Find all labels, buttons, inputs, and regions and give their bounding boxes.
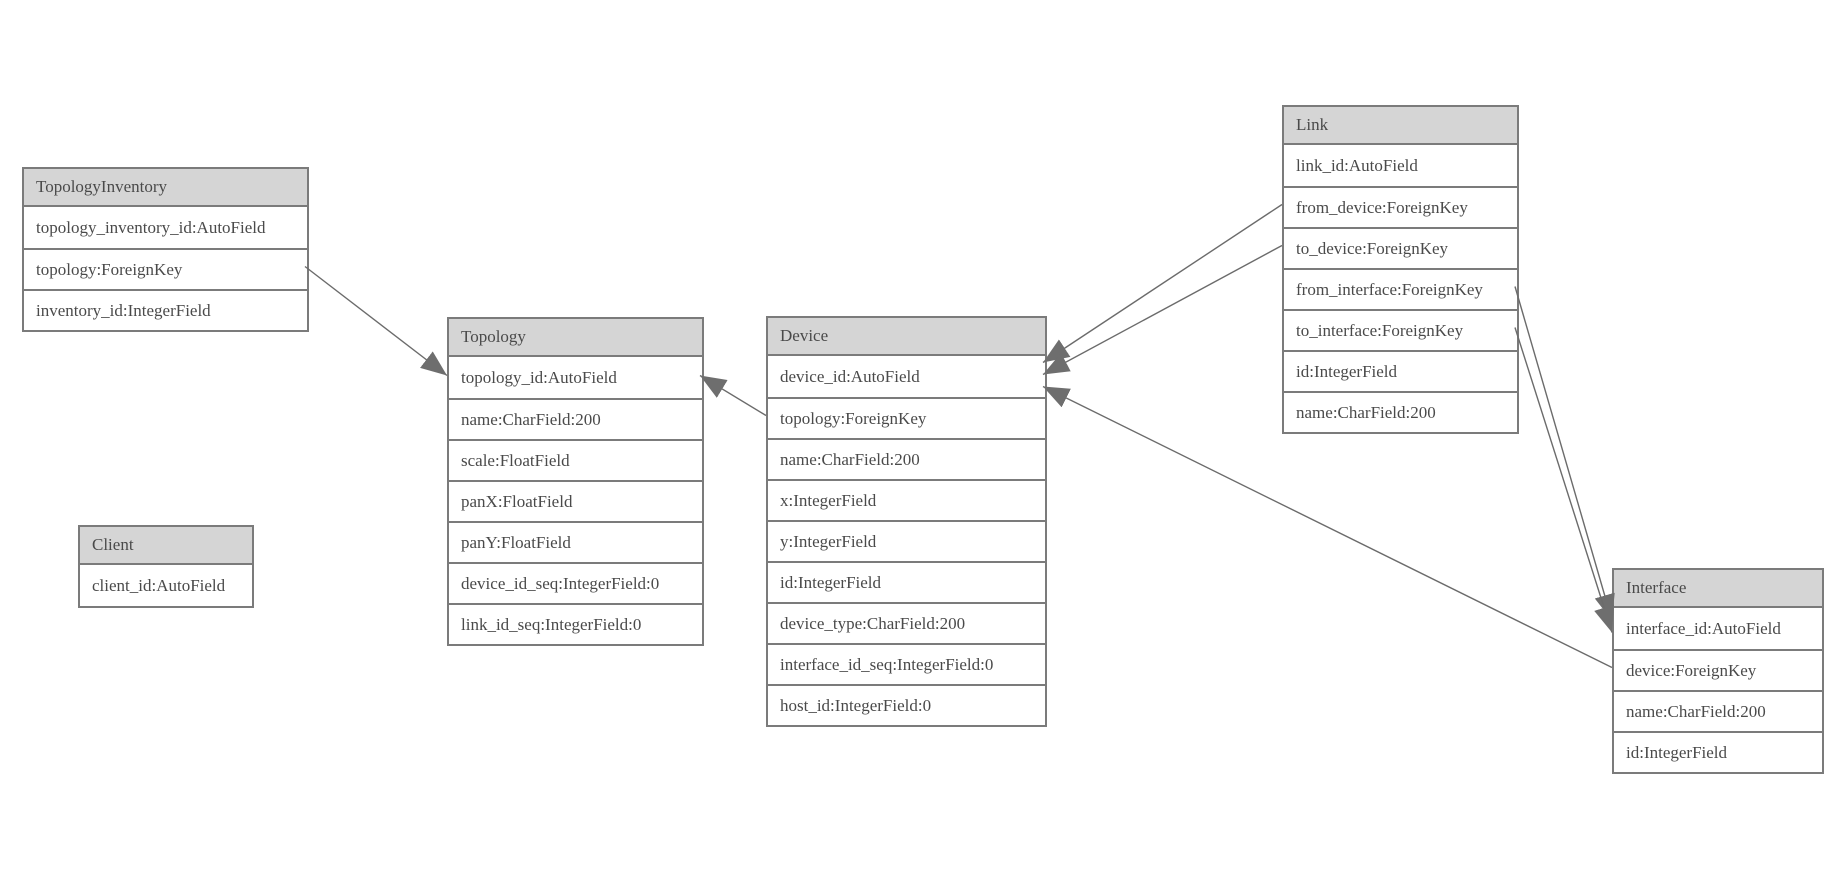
entity-client: Client client_id:AutoField bbox=[78, 525, 254, 608]
entity-field: link_id_seq:IntegerField:0 bbox=[449, 603, 702, 644]
relation-link-from_interface-to-interface bbox=[1514, 286, 1615, 621]
entity-title: Topology bbox=[449, 319, 702, 357]
entity-topologyinventory: TopologyInventory topology_inventory_id:A… bbox=[22, 167, 309, 332]
entity-title: Link bbox=[1284, 107, 1517, 145]
entity-field: to_device:ForeignKey bbox=[1284, 227, 1517, 268]
entity-field: device_id:AutoField bbox=[780, 366, 920, 386]
relation-link-to_device-to-device bbox=[1042, 244, 1283, 376]
entity-field: id:IntegerField bbox=[768, 561, 1045, 602]
entity-field: id:IntegerField bbox=[1284, 350, 1517, 391]
entity-field: device_type:CharField:200 bbox=[768, 602, 1045, 643]
entity-field: client_id:AutoField bbox=[92, 575, 226, 595]
entity-field: interface_id:AutoField bbox=[1626, 618, 1781, 638]
entity-title: Client bbox=[80, 527, 252, 565]
entity-field: y:IntegerField bbox=[768, 520, 1045, 561]
relation-topologyinventory-topology-to-topology bbox=[304, 265, 448, 377]
entity-field: from_device:ForeignKey bbox=[1284, 186, 1517, 227]
entity-field: name:CharField:200 bbox=[449, 398, 702, 439]
entity-field: device:ForeignKey bbox=[1614, 649, 1822, 690]
relation-link-from_device-to-device bbox=[1042, 203, 1283, 364]
entity-link: Link link_id:AutoField from_device:Foreign… bbox=[1282, 105, 1519, 434]
entity-field: inventory_id:IntegerField bbox=[24, 289, 307, 330]
entity-device: Device device_id:AutoField topology:Foreig… bbox=[766, 316, 1047, 727]
entity-field: device_id_seq:IntegerField:0 bbox=[449, 562, 702, 603]
entity-title: TopologyInventory bbox=[24, 169, 307, 207]
entity-field: link_id:AutoField bbox=[1296, 155, 1418, 175]
entity-field: topology:ForeignKey bbox=[768, 397, 1045, 438]
entity-interface: Interface interface_id:AutoField device:Fo… bbox=[1612, 568, 1824, 774]
entity-field: name:CharField:200 bbox=[1614, 690, 1822, 731]
entity-topology: Topology topology_id:AutoField name:CharFi… bbox=[447, 317, 704, 646]
entity-field: topology:ForeignKey bbox=[24, 248, 307, 289]
relation-device-topology-to-topology bbox=[699, 374, 767, 417]
entity-title: Device bbox=[768, 318, 1045, 356]
entity-field: interface_id_seq:IntegerField:0 bbox=[768, 643, 1045, 684]
entity-field: from_interface:ForeignKey bbox=[1284, 268, 1517, 309]
entity-field: host_id:IntegerField:0 bbox=[768, 684, 1045, 725]
entity-field: x:IntegerField bbox=[768, 479, 1045, 520]
entity-field: name:CharField:200 bbox=[768, 438, 1045, 479]
entity-field: panY:FloatField bbox=[449, 521, 702, 562]
entity-field: scale:FloatField bbox=[449, 439, 702, 480]
entity-field: topology_inventory_id:AutoField bbox=[36, 217, 266, 237]
entity-field: to_interface:ForeignKey bbox=[1284, 309, 1517, 350]
entity-field: panX:FloatField bbox=[449, 480, 702, 521]
entity-field: name:CharField:200 bbox=[1284, 391, 1517, 432]
entity-title: Interface bbox=[1614, 570, 1822, 608]
entity-field: topology_id:AutoField bbox=[461, 367, 617, 387]
entity-field: id:IntegerField bbox=[1614, 731, 1822, 772]
relation-link-to_interface-to-interface bbox=[1514, 327, 1615, 633]
